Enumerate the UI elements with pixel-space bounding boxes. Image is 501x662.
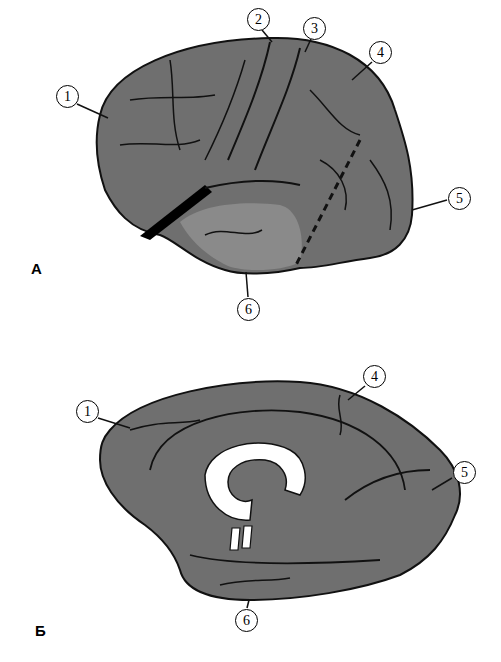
callout-number: 4 <box>369 41 392 64</box>
callout-number: 6 <box>235 609 258 632</box>
callout-number: 3 <box>303 17 326 40</box>
callout-number: 5 <box>448 187 471 210</box>
callout-number: 2 <box>247 8 270 31</box>
callout-number: 6 <box>237 298 260 321</box>
callout-number: 1 <box>76 400 99 423</box>
view-letter: А <box>31 260 42 277</box>
callout-number: 5 <box>453 461 476 484</box>
callout-number: 1 <box>56 85 79 108</box>
view-letter: Б <box>35 622 46 639</box>
callout-number: 4 <box>363 365 386 388</box>
